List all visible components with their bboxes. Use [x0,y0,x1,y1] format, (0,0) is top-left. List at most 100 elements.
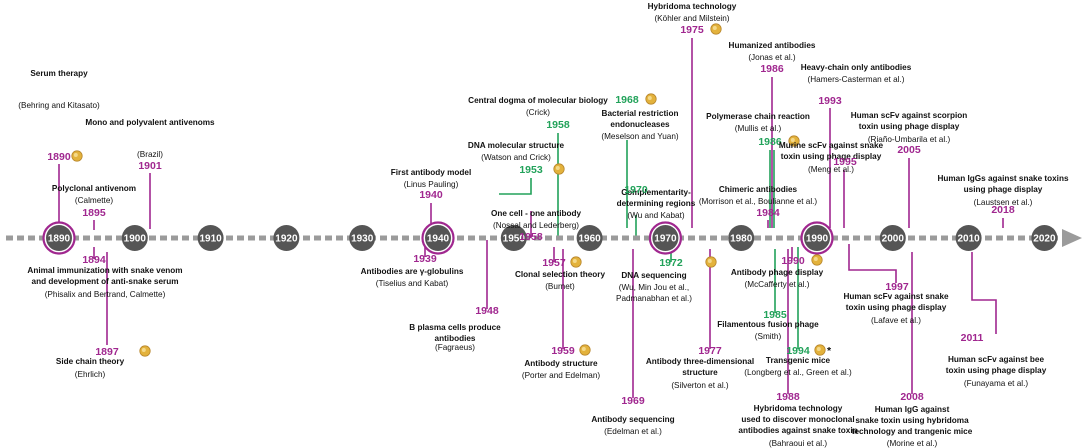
event-title: using phage display [964,185,1043,194]
event-year: 1986 [760,63,784,75]
event-year: 1993 [818,95,842,107]
event-title: Animal immunization with snake venom [27,266,182,275]
event-murine-scfv: Murine scFv against snake toxin using pha… [779,141,884,174]
decade-marker-1920: 1920 [273,225,300,251]
event-title: Human scFv against scorpion [851,111,967,120]
event-authors: (Ehrlich) [75,370,106,379]
event-title: snake toxin using hybridoma [855,416,969,425]
event-authors: (Fagraeus) [435,343,475,352]
decade-circle [652,225,679,251]
transgenic-asterisk: * [827,345,832,357]
event-authors: (Morine et al.) [887,439,938,448]
decade-marker-1910: 1910 [197,225,224,251]
event-authors: (Wu and Kabat) [627,211,684,220]
event-central-dogma: Central dogma of molecular biology(Crick… [468,96,608,131]
event-authors: (Lafave et al.) [871,316,921,325]
decade-label: 2010 [957,234,980,245]
event-year: 2018 [991,204,1015,216]
nobel-medal-icon [579,344,591,356]
event-title: Heavy-chain only antibodies [801,63,912,72]
decade-circle [576,225,603,251]
event-year: 2005 [897,144,921,156]
event-year: 1939 [413,253,437,265]
event-authors: (Bahraoui et al.) [769,439,828,448]
event-authors: (Hamers-Casterman et al.) [808,75,905,84]
event-title: Human scFv against bee [948,355,1044,364]
event-year: 1984 [756,207,780,219]
event-year: 1957 [542,257,566,269]
event-authors: (Smith) [755,332,782,341]
event-year: 1969 [621,395,645,407]
event-title: Filamentous fusion phage [717,320,819,329]
event-year: 1968 [615,94,639,106]
event-title: toxin using phage display [859,122,960,131]
event-title: Human scFv against snake [843,292,949,301]
event-animal-immunization: Animal immunization with snake venomand … [27,254,182,299]
event-year: 1890 [47,151,71,163]
event-year: 1953 [519,164,543,176]
decade-marker-1900: 1900 [121,225,148,251]
event-title: Human IgG against [875,405,950,414]
event-authors: (Tiselius and Kabat) [376,279,449,288]
event-title: used to discover monoclonal [741,415,854,424]
nobel-medal-icon [71,150,83,162]
decade-label: 1970 [654,234,677,245]
event-serum-therapy: Serum therapy(Behring and Kitasato)1890 [18,69,100,163]
event-authors: (Nossal and Lederberg) [493,221,579,230]
decade-circle [349,225,376,251]
event-title: antibodies [435,334,476,343]
event-title: Complementarity- [621,188,691,197]
decade-marker-1990: 1990 [800,221,834,255]
decade-label: 1960 [578,234,601,245]
event-authors: (Porter and Edelman) [522,371,601,380]
event-authors: (Morrison et al., Boulianne et al.) [699,197,818,206]
event-restriction-endonucleases: Bacterial restrictionendonucleases(Mesel… [601,93,679,141]
event-transgenic-mice: Transgenic mice(Longberg et al., Green e… [744,344,852,377]
event-authors: (Crick) [526,108,550,117]
decade-label: 1950 [503,234,526,245]
decade-marker-1950: 1950 [500,225,527,251]
event-year: 1975 [680,24,704,36]
event-authors: (Behring and Kitasato) [18,101,100,110]
decade-marker-1930: 1930 [349,225,376,251]
event-title: Murine scFv against snake [779,141,884,150]
decade-circle [955,225,982,251]
event-authors: Padmanabhan et al.) [616,294,692,303]
nobel-medal-icon [645,93,657,105]
nobel-medal-icon [553,163,565,175]
decade-label: 1940 [427,234,450,245]
decade-label: 2000 [882,234,905,245]
event-year: 1995 [833,156,857,168]
event-title: toxin using phage display [781,152,882,161]
event-title: Chimeric antibodies [719,185,798,194]
event-year: 1958 [546,119,570,131]
decade-marker-1980: 1980 [728,225,755,251]
decade-circle [46,225,72,251]
event-title: Polymerase chain reaction [706,112,810,121]
event-title: Bacterial restriction [602,109,679,118]
event-polyvalent-antivenoms: Mono and polyvalent antivenoms(Brazil)19… [85,118,215,172]
event-year: 1940 [419,189,443,201]
event-year: 1994 [786,345,810,357]
decade-circle [273,225,300,251]
event-title: Mono and polyvalent antivenoms [85,118,215,127]
decade-circle [728,225,755,251]
event-authors: (Linus Pauling) [404,180,459,189]
decade-label: 1980 [730,234,753,245]
event-authors: (Jonas et al.) [748,53,796,62]
event-year: 1897 [95,346,119,358]
event-title: endonucleases [610,120,670,129]
event-authors: (Meng et al.) [808,165,854,174]
event-title: Clonal selection theory [515,270,606,279]
event-authors: (Edelman et al.) [604,427,662,436]
event-heavy-chain-only: Heavy-chain only antibodies (Hamers-Caste… [801,63,912,107]
event-title: Antibody phage display [731,268,824,277]
event-authors: (Watson and Crick) [481,153,551,162]
event-title: Human IgGs against snake toxins [937,174,1068,183]
decade-label: 1930 [351,234,374,245]
event-polyclonal-antivenom: Polyclonal antivenom(Calmette)1895 [52,184,136,219]
event-year: 1972 [659,257,683,269]
nobel-medal-icon [705,256,717,268]
